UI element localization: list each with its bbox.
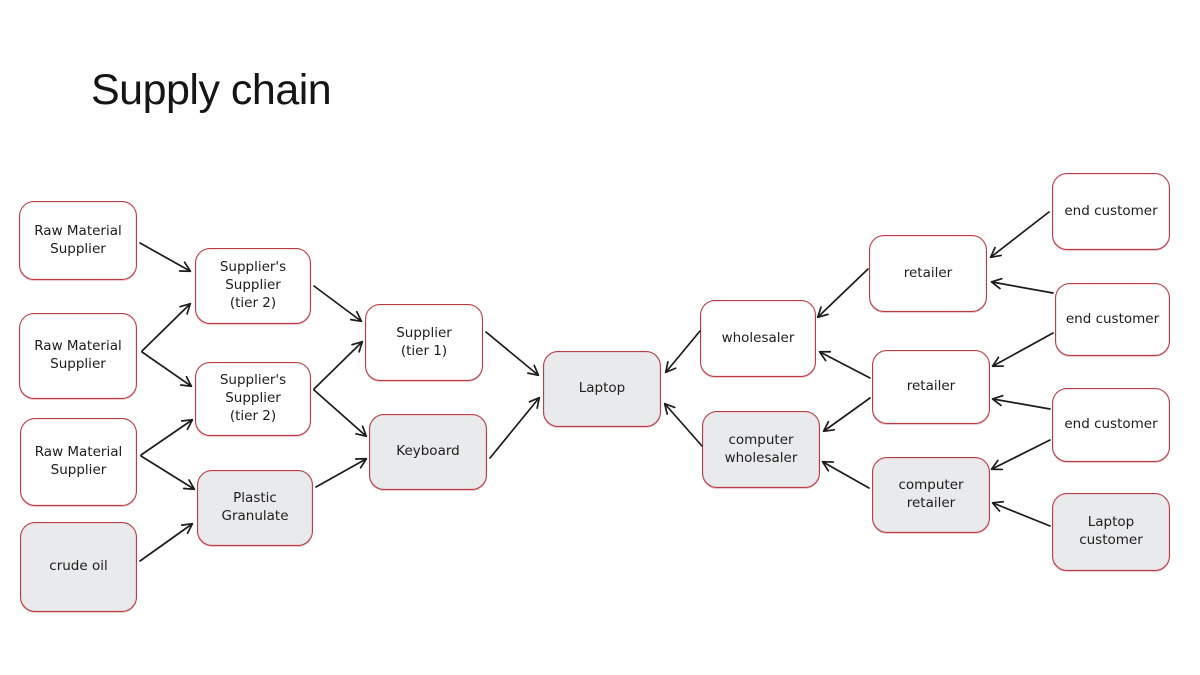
node-laptop: Laptop	[543, 351, 661, 427]
edge-laptop-customer--computer-retailer	[991, 500, 1051, 527]
node-label-end-customer-1: end customer	[1064, 202, 1158, 219]
edge-end-customer-2--retailer-1	[990, 277, 1054, 294]
node-label-raw-material-supplier-1: Raw Material Supplier	[34, 222, 122, 257]
edge-end-customer-3--retailer-2	[991, 394, 1051, 410]
node-label-end-customer-2: end customer	[1065, 310, 1160, 327]
node-keyboard: Keyboard	[369, 414, 487, 490]
node-label-suppliers-supplier-2: Supplier's Supplier (tier 2)	[219, 372, 287, 424]
node-label-wholesaler: wholesaler	[721, 329, 795, 346]
node-label-crude-oil: crude oil	[49, 558, 108, 575]
node-retailer-1: retailer	[869, 235, 987, 312]
node-retailer-2: retailer	[872, 350, 990, 424]
node-label-supplier-tier-1: Supplier (tier 1)	[396, 324, 452, 359]
node-computer-retailer: computer retailer	[872, 457, 990, 533]
node-end-customer-2: end customer	[1055, 283, 1170, 356]
node-label-raw-material-supplier-3: Raw Material Supplier	[34, 444, 123, 478]
node-end-customer-1: end customer	[1052, 173, 1170, 250]
node-crude-oil: crude oil	[20, 522, 137, 612]
node-raw-material-supplier-1: Raw Material Supplier	[19, 201, 137, 280]
edge-plastic-granulate--keyboard	[315, 457, 368, 488]
edge-end-customer-3--computer-retailer	[990, 439, 1051, 471]
edge-computer-wholesaler--laptop	[663, 402, 703, 447]
edge-raw-material-supplier-3--suppliers-supplier-2	[140, 418, 194, 456]
slide-title: Supply chain	[91, 66, 332, 114]
node-label-raw-material-supplier-2: Raw Material Supplier	[34, 338, 122, 372]
node-label-retailer-2: retailer	[906, 378, 956, 395]
edge-suppliers-supplier-2--supplier-tier-1	[313, 340, 364, 390]
node-label-suppliers-supplier-1: Supplier's Supplier (tier 2)	[219, 259, 287, 311]
edge-suppliers-supplier-1--supplier-tier-1	[313, 285, 363, 323]
node-label-computer-wholesaler: computer wholesaler	[724, 431, 798, 466]
node-raw-material-supplier-3: Raw Material Supplier	[20, 418, 137, 506]
node-plastic-granulate: Plastic Granulate	[197, 470, 313, 546]
edge-computer-retailer--computer-wholesaler	[821, 460, 870, 489]
edge-retailer-2--computer-wholesaler	[822, 397, 871, 433]
node-label-plastic-granulate: Plastic Granulate	[221, 490, 289, 524]
edge-end-customer-1--retailer-1	[989, 211, 1050, 259]
node-label-retailer-1: retailer	[903, 264, 953, 281]
edge-raw-material-supplier-2--suppliers-supplier-2	[141, 351, 193, 388]
node-raw-material-supplier-2: Raw Material Supplier	[19, 313, 137, 399]
node-label-computer-retailer: computer retailer	[898, 477, 964, 511]
node-computer-wholesaler: computer wholesaler	[702, 411, 820, 488]
edge-raw-material-supplier-3--plastic-granulate	[140, 455, 196, 491]
node-suppliers-supplier-2: Supplier's Supplier (tier 2)	[195, 362, 311, 436]
node-label-laptop: Laptop	[578, 380, 626, 397]
edge-retailer-1--wholesaler	[816, 268, 869, 319]
node-label-end-customer-3: end customer	[1064, 416, 1158, 433]
edge-end-customer-2--retailer-2	[991, 332, 1054, 368]
node-label-keyboard: Keyboard	[396, 443, 460, 460]
edge-retailer-2--wholesaler	[818, 350, 871, 379]
edge-supplier-tier-1--laptop	[485, 331, 540, 377]
edge-keyboard--laptop	[489, 396, 541, 459]
node-supplier-tier-1: Supplier (tier 1)	[365, 304, 483, 381]
edge-suppliers-supplier-2--keyboard	[313, 389, 368, 438]
edge-crude-oil--plastic-granulate	[139, 522, 194, 562]
edge-wholesaler--laptop	[664, 330, 701, 374]
edge-raw-material-supplier-1--suppliers-supplier-1	[139, 242, 192, 273]
node-suppliers-supplier-1: Supplier's Supplier (tier 2)	[195, 248, 311, 324]
node-end-customer-3: end customer	[1052, 388, 1170, 462]
node-label-laptop-customer: Laptop customer	[1079, 514, 1143, 548]
node-wholesaler: wholesaler	[700, 300, 816, 377]
edge-raw-material-supplier-2--suppliers-supplier-1	[141, 302, 192, 352]
node-laptop-customer: Laptop customer	[1052, 493, 1170, 571]
